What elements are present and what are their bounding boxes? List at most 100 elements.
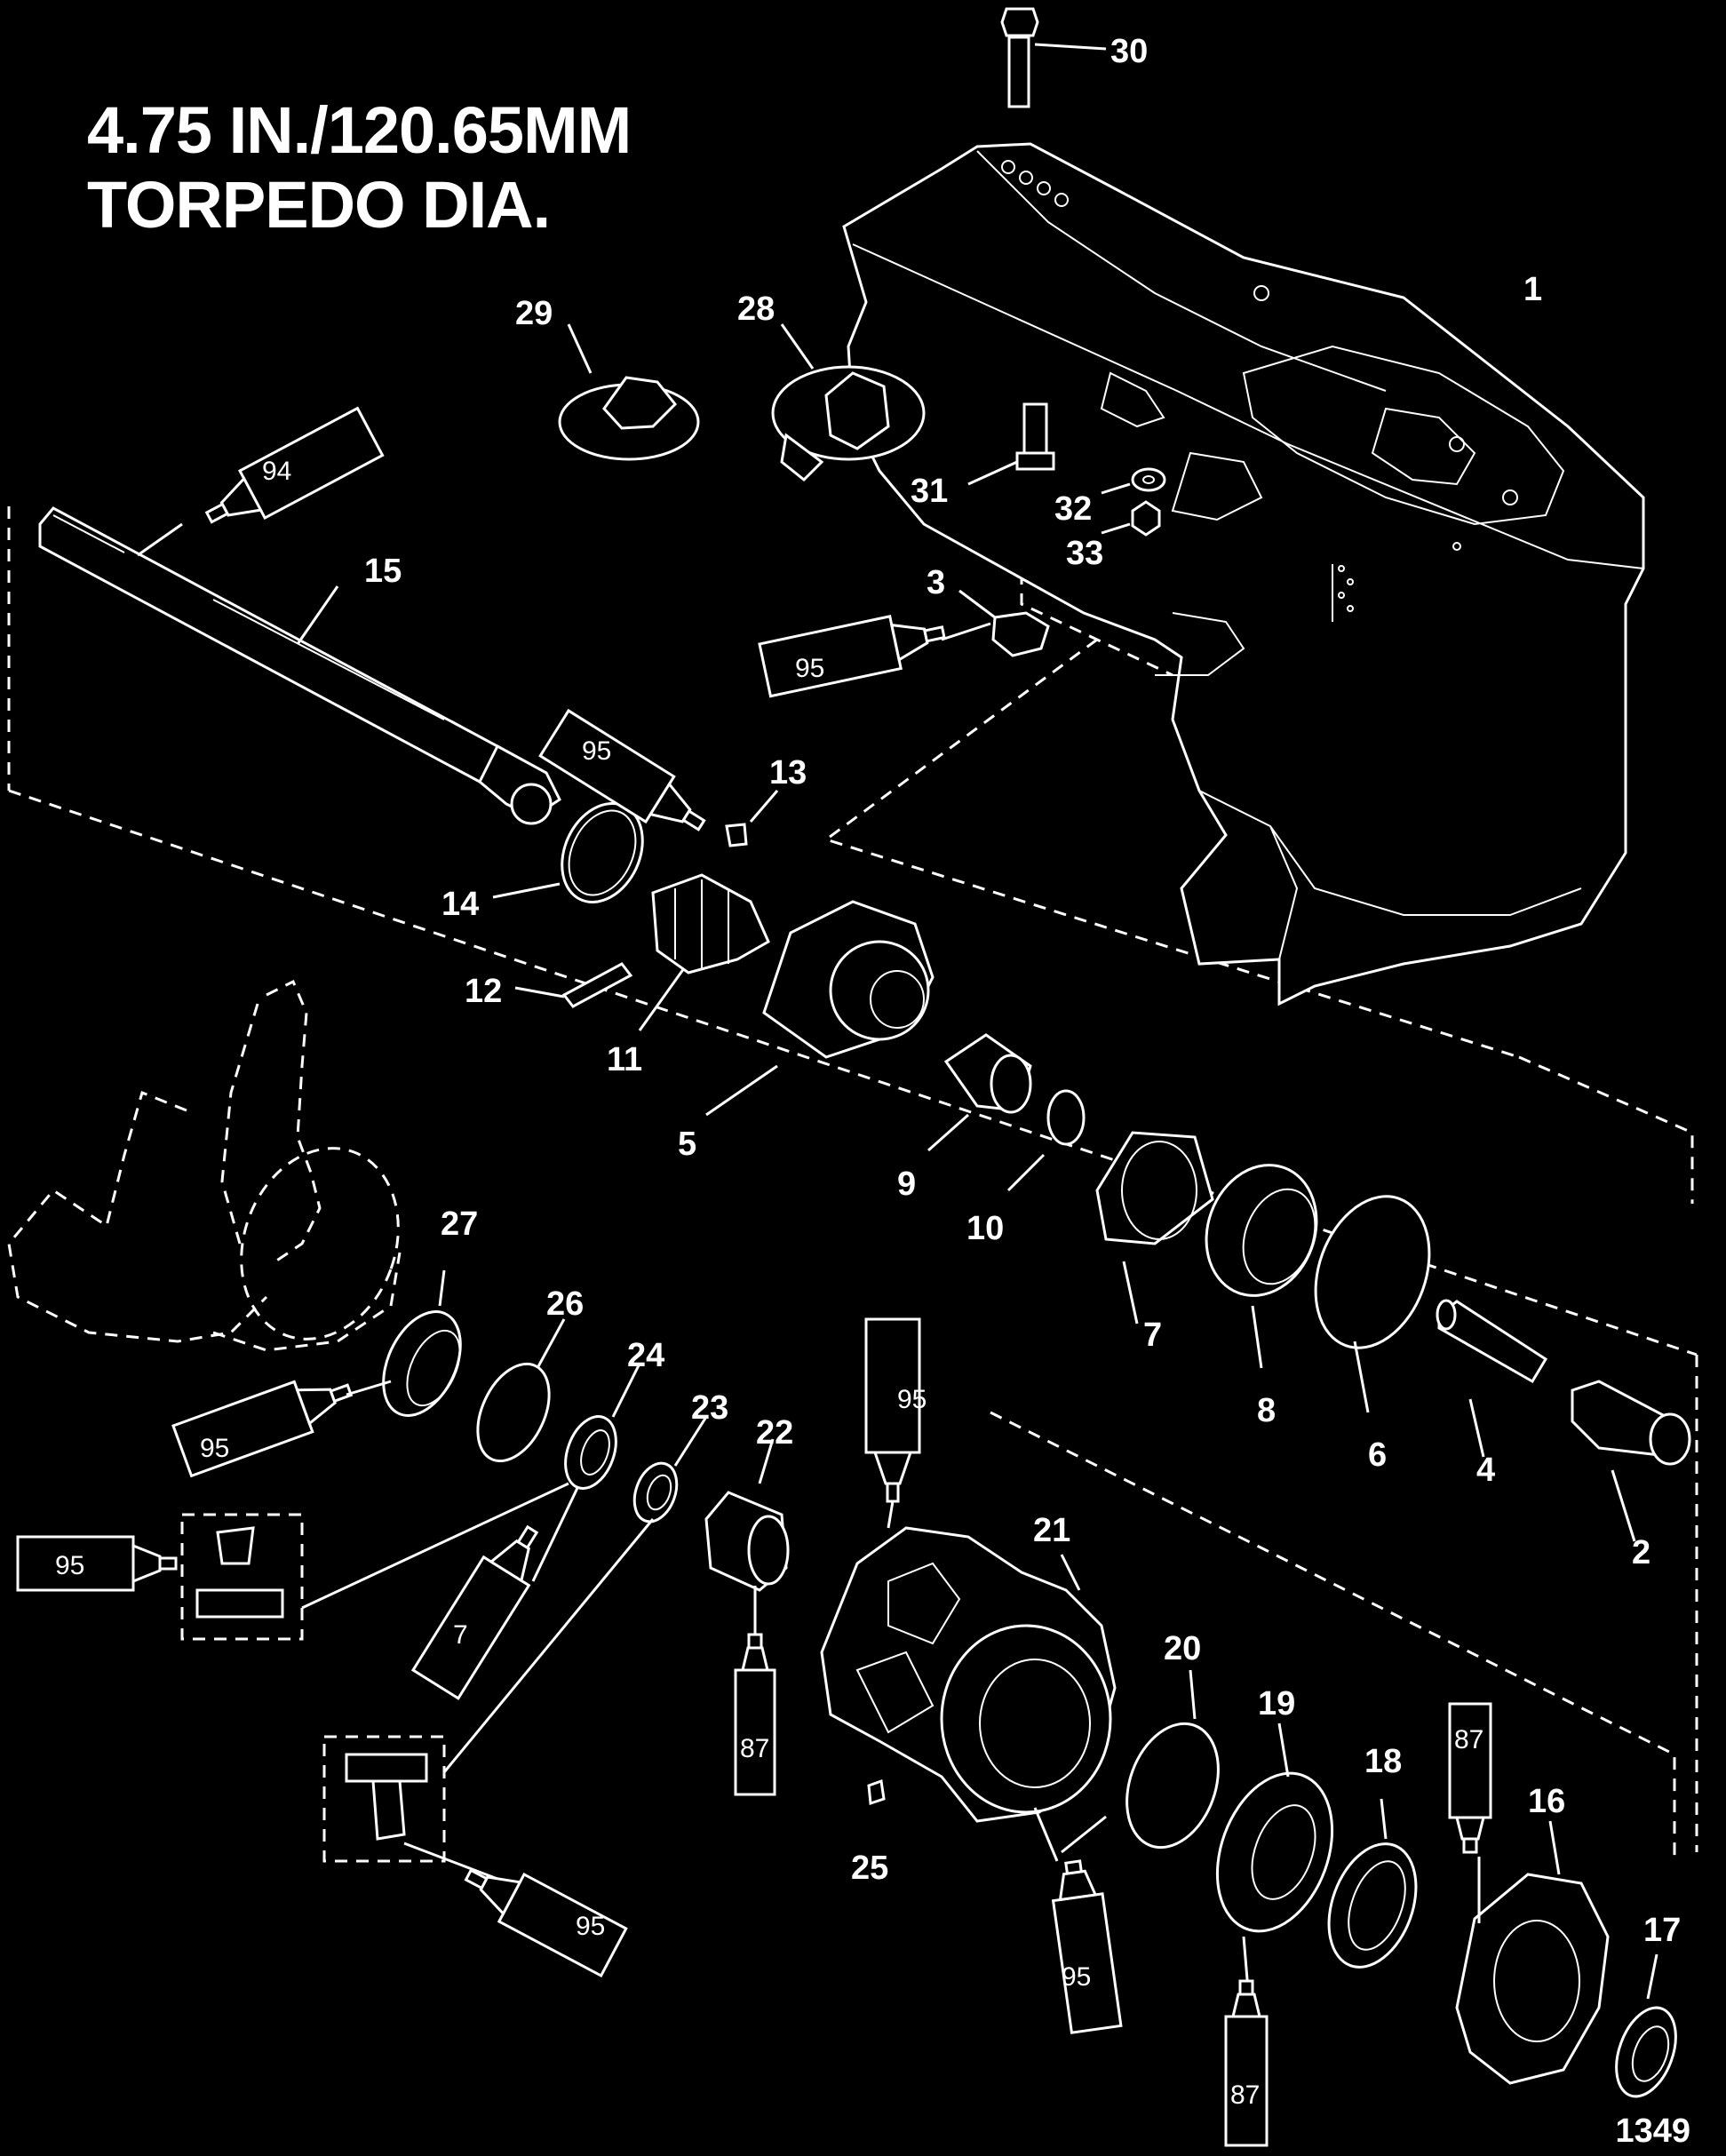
part-2-shift-actuator [1571, 1380, 1691, 1542]
part-10-retaining-ring [1006, 1089, 1086, 1192]
part-8-bearing-cup [1205, 1164, 1318, 1369]
part-25-key [867, 1778, 886, 1806]
callout-7: 7 [1143, 1317, 1162, 1354]
part-11-clutch [638, 873, 770, 1031]
part-17-thrust-hub [1615, 1953, 1677, 2098]
propeller-outline [7, 979, 402, 1352]
callout-27: 27 [441, 1205, 478, 1243]
part-5-forward-gear [705, 900, 935, 1117]
callout-9: 9 [897, 1166, 916, 1203]
tube-label-94: 94 [262, 457, 291, 486]
lubricant-tube-94: 94 [137, 406, 385, 557]
part-16-reverse-gear [1455, 1820, 1610, 2085]
callout-13: 13 [769, 754, 807, 792]
callout-26: 26 [546, 1285, 584, 1323]
lubricant-tube-87-22: 87 [734, 1633, 776, 1796]
callout-2: 2 [1632, 1534, 1650, 1571]
callout-24: 24 [627, 1337, 664, 1374]
callout-31: 31 [911, 473, 948, 510]
lubricant-tube-95-lower-detail: 95 [464, 1868, 628, 1978]
callout-32: 32 [1054, 490, 1092, 528]
part-28-anode [771, 323, 926, 482]
callout-28: 28 [737, 290, 775, 328]
callout-16: 16 [1528, 1783, 1565, 1820]
lubricant-tube-7: 7 [410, 1524, 539, 1700]
lubricant-tube-95-27: 95 [171, 1380, 392, 1478]
callout-25: 25 [851, 1850, 888, 1887]
seal-installation-detail-lower [345, 1518, 655, 1881]
lubricant-tube-95-21: 95 [864, 1317, 927, 1529]
callout-11: 11 [607, 1041, 642, 1078]
leader-21-tube-b [1061, 1815, 1107, 1854]
callout-1: 1 [1523, 271, 1542, 308]
tube-label-95-3: 95 [795, 654, 824, 683]
seal-installation-detail-upper [195, 1482, 569, 1619]
tube-label-95-detail: 95 [55, 1551, 84, 1580]
part-4-shift-shaft [1436, 1299, 1548, 1458]
part-9-roller-bearing [927, 1033, 1032, 1152]
diagram-title: 4.75 IN./120.65MM TORPEDO DIA. [87, 93, 632, 243]
callout-20: 20 [1164, 1630, 1201, 1667]
callout-19: 19 [1258, 1685, 1295, 1722]
tube-label-95-13: 95 [582, 736, 611, 766]
lubricant-tube-87-19: 87 [1224, 1979, 1269, 2147]
part-6-o-ring [1314, 1195, 1431, 1413]
gear-housing [842, 142, 1645, 1006]
part-23-oil-seal [632, 1416, 708, 1524]
tube-label-7: 7 [453, 1620, 468, 1650]
drawing-number: 1349 [1615, 2112, 1690, 2150]
part-24-oil-seal [564, 1363, 641, 1490]
part-7-tapered-bearing [1095, 1131, 1214, 1325]
callout-21: 21 [1033, 1512, 1070, 1549]
callout-15: 15 [364, 553, 402, 590]
callout-18: 18 [1364, 1743, 1402, 1780]
tube-label-87-19: 87 [1230, 2080, 1260, 2110]
part-29-anode [558, 323, 700, 461]
callout-6: 6 [1368, 1436, 1387, 1474]
callout-4: 4 [1476, 1452, 1495, 1489]
part-13-detent [725, 790, 779, 847]
callout-30: 30 [1110, 33, 1148, 70]
callout-29: 29 [515, 295, 553, 332]
callout-12: 12 [465, 973, 502, 1010]
part-32-washer [1101, 467, 1166, 495]
tube-label-87-16: 87 [1454, 1725, 1483, 1754]
callout-22: 22 [756, 1414, 793, 1452]
part-20-o-ring [1125, 1669, 1220, 1850]
callout-10: 10 [966, 1210, 1004, 1247]
leader-24-detail [531, 1487, 579, 1582]
part-12-cross-pin [514, 962, 633, 1008]
lubricant-tube-95-20: 95 [1051, 1859, 1123, 2034]
part-19-ball-bearing [1215, 1722, 1334, 1991]
callout-3: 3 [927, 564, 945, 601]
callout-14: 14 [441, 886, 479, 923]
tube-label-95-27: 95 [200, 1434, 229, 1463]
part-31-stud [967, 402, 1055, 486]
part-3-cam [958, 589, 1050, 657]
callout-33: 33 [1066, 535, 1103, 572]
tube-label-95-lower: 95 [576, 1912, 605, 1941]
part-21-bearing-carrier [820, 1526, 1117, 1823]
part-26-tab-washer [476, 1318, 566, 1463]
tube-label-87-22: 87 [740, 1734, 769, 1763]
part-14-o-ring [492, 802, 644, 903]
part-33-nut [1101, 500, 1161, 537]
lubricant-tube-95-3: 95 [758, 615, 991, 698]
title-line-1: 4.75 IN./120.65MM [87, 93, 632, 167]
callout-numbers: 1 2 3 4 5 6 7 8 9 10 11 12 13 14 15 16 1… [364, 33, 1681, 1949]
tube-label-95-20: 95 [1062, 1962, 1091, 1992]
part-27-thrust-washer [382, 1269, 462, 1417]
callout-8: 8 [1257, 1392, 1276, 1429]
callout-17: 17 [1643, 1912, 1681, 1949]
tube-label-95-21: 95 [897, 1385, 927, 1414]
title-line-2: TORPEDO DIA. [87, 168, 551, 242]
part-22-needle-bearing [704, 1438, 790, 1635]
lubricant-tube-95-13: 95 [538, 708, 706, 831]
leader-21-tube [1033, 1807, 1059, 1862]
part-18-thrust-washer [1327, 1798, 1418, 1969]
part-30-bolt [1000, 7, 1107, 108]
lubricant-tube-87-16: 87 [1448, 1702, 1492, 1854]
part-15-propeller-shaft [38, 506, 561, 825]
callout-5: 5 [678, 1126, 696, 1163]
